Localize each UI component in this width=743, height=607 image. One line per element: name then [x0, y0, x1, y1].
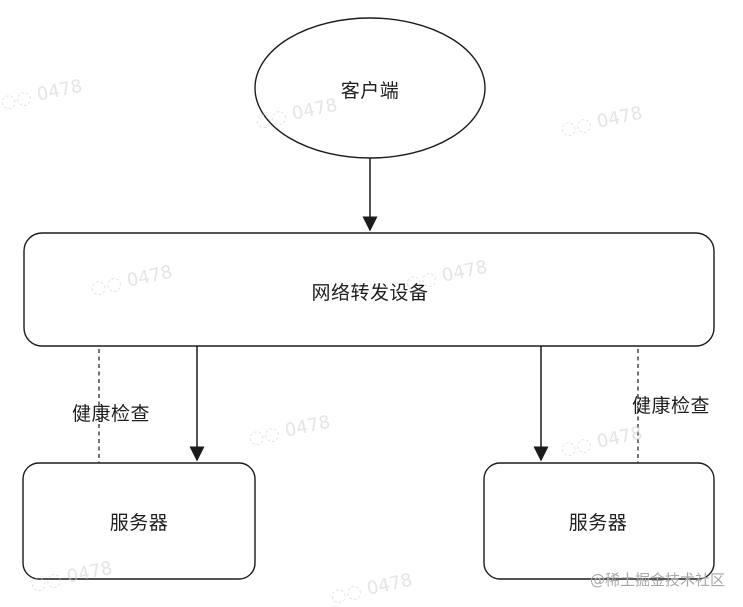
forwarding-device-label: 网络转发设备: [311, 281, 429, 304]
client-label: 客户端: [340, 79, 400, 102]
right-server-node: [483, 462, 715, 580]
right-server-label: 服务器: [568, 511, 628, 534]
left-health-check-label: 健康检查: [72, 403, 151, 425]
left-server-node: [22, 462, 256, 580]
forwarding-device-node: [23, 232, 715, 347]
source-credit: @稀土掘金技术社区: [589, 571, 725, 589]
right-health-check-label: 健康检查: [632, 395, 711, 417]
left-server-label: 服务器: [109, 511, 169, 534]
